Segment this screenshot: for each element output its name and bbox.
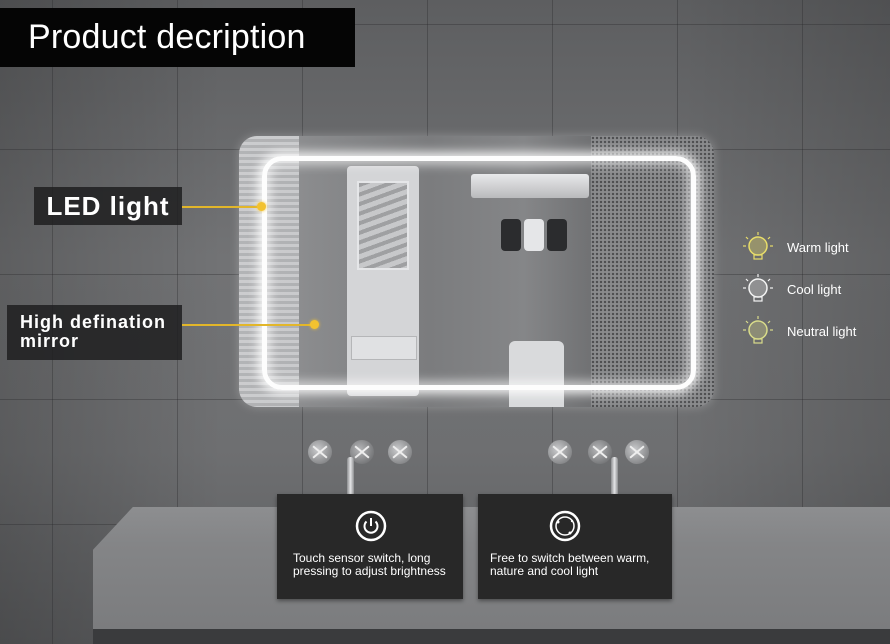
legend-item-cool: Cool light xyxy=(742,268,856,310)
faucet-handle xyxy=(308,440,332,464)
callout-label: LED light xyxy=(46,190,170,221)
towel-white xyxy=(524,219,544,251)
cabinet-drawer xyxy=(351,336,417,360)
marker-dot-led xyxy=(257,202,266,211)
faucet-handle xyxy=(548,440,572,464)
reflected-window-shutter xyxy=(239,136,299,407)
faucet-handle xyxy=(388,440,412,464)
faucet-spout xyxy=(611,457,618,497)
cycle-icon xyxy=(549,510,581,542)
callout-hd-mirror: High defination mirror xyxy=(7,305,182,360)
reflected-toilet xyxy=(509,341,564,407)
legend-label: Warm light xyxy=(787,239,849,255)
legend-item-neutral: Neutral light xyxy=(742,310,856,352)
leader-line-mirror xyxy=(182,324,312,326)
reflected-towel-rack xyxy=(471,174,589,198)
feature-line1: Free to switch between warm, xyxy=(490,551,650,565)
cabinet-glass xyxy=(357,181,409,270)
legend-item-warm: Warm light xyxy=(742,226,856,268)
marker-dot-mirror xyxy=(310,320,319,329)
vanity-cabinet xyxy=(93,629,890,644)
faucet-base xyxy=(350,440,374,464)
led-mirror xyxy=(239,136,714,407)
feature-description: Free to switch between warm, nature and … xyxy=(490,552,649,578)
bulb-icon xyxy=(742,273,774,305)
feature-line2: nature and cool light xyxy=(490,564,599,578)
callout-label-line1: High defination xyxy=(20,312,166,332)
feature-card-color-switch: Free to switch between warm, nature and … xyxy=(478,494,672,599)
towel-dark xyxy=(501,219,521,251)
bulb-icon xyxy=(742,315,774,347)
feature-line2: pressing to adjust brightness xyxy=(293,564,446,578)
reflected-mosaic-wall xyxy=(591,136,714,407)
feature-description: Touch sensor switch, long pressing to ad… xyxy=(293,552,446,578)
leader-line-led xyxy=(182,206,260,208)
legend-label: Cool light xyxy=(787,281,842,297)
page-title: Product decription xyxy=(28,18,306,56)
bulb-icon xyxy=(742,231,774,263)
power-icon xyxy=(355,510,387,542)
faucet-spout xyxy=(347,457,354,497)
callout-led-light: LED light xyxy=(34,187,182,225)
faucet-base xyxy=(588,440,612,464)
title-banner: Product decription xyxy=(0,8,355,67)
callout-label-line2: mirror xyxy=(20,331,80,351)
feature-line1: Touch sensor switch, long xyxy=(293,551,431,565)
towel-dark xyxy=(547,219,567,251)
faucet-handle xyxy=(625,440,649,464)
reflected-cabinet xyxy=(347,166,419,396)
light-mode-legend: Warm light Cool light Neutral light xyxy=(742,226,856,352)
legend-label: Neutral light xyxy=(787,323,857,339)
feature-card-touch-switch: Touch sensor switch, long pressing to ad… xyxy=(277,494,463,599)
